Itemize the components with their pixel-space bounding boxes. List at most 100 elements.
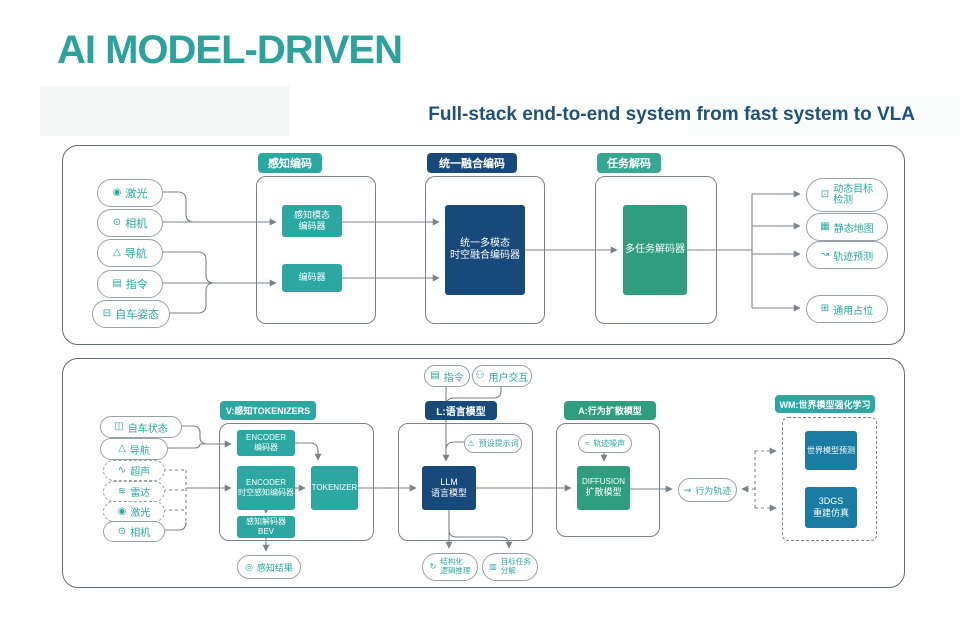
output-general-occupancy-label: 通用占位 (833, 305, 874, 317)
bottom-panel (62, 358, 905, 588)
badge-task-decoding-label: 任务解码 (607, 158, 651, 170)
multitask-decoder-label: 多任务解码器 (625, 243, 685, 255)
modality-encoder-line2: 编码器 (298, 221, 326, 231)
multitask-decoder-box: 多任务解码器 (623, 205, 687, 295)
pill-trajectory-noise-label: 轨迹噪声 (593, 439, 626, 448)
pill-command-label: 指令 (443, 372, 464, 384)
pill-perception-result: ◎ 感知结果 (237, 555, 301, 579)
input-ultrasonic: ∿ 超声 (103, 460, 165, 481)
encoder-box: 编码器 (282, 264, 342, 292)
output-trajectory-prediction: ↝ 轨迹预测 (806, 241, 888, 269)
tokenizers-frame (219, 423, 374, 541)
badge-task-decoding: 任务解码 (597, 153, 661, 173)
ultrasonic-icon: ∿ (117, 464, 127, 476)
st-encoder-line1: ENCODER (245, 478, 286, 487)
input-ego-state: ◫ 自车状态 (100, 416, 182, 438)
gaussian-reconstruction-box: 3DGS 重建仿真 (805, 487, 857, 528)
badge-unified-fusion-encoding: 统一融合编码 (427, 153, 517, 173)
language-model-frame (398, 423, 533, 541)
badge-language-model-label: L:语言模型 (436, 407, 486, 418)
reasoning-icon: ↻ (429, 562, 437, 571)
badge-action-diffusion: A:行为扩散模型 (564, 401, 656, 420)
car-icon: ⊟ (102, 308, 112, 319)
badge-perception-tokenizers: V:感知TOKENIZERS (220, 401, 316, 420)
badge-perception-encoding: 感知编码 (258, 153, 322, 173)
input-navigation: △ 导航 (97, 239, 163, 267)
tokenizer-box: TOKENIZER (311, 466, 358, 510)
gaussian-line2: 重建仿真 (812, 507, 849, 518)
input-command-label: 指令 (125, 279, 148, 291)
lidar-icon: ◉ (117, 505, 127, 517)
badge-unified-fusion-encoding-label: 统一融合编码 (439, 158, 505, 170)
trajectory-icon: ⇝ (683, 484, 692, 495)
pill-preset-prompt: ⚠ 预设提示词 (464, 434, 522, 453)
input-navigation-2: △ 导航 (100, 438, 168, 460)
input-lidar-2: ◉ 激光 (103, 501, 165, 522)
noise-icon: ≈ (584, 438, 590, 448)
map-icon: ▦ (820, 221, 830, 232)
perception-encoding-frame (256, 176, 376, 324)
output-dynamic-detection-line2: 检测 (833, 195, 854, 206)
input-ego-pose-label: 自车姿态 (115, 309, 160, 321)
input-ego-pose: ⊟ 自车姿态 (92, 300, 170, 328)
output-trajectory-prediction-label: 轨迹预测 (833, 251, 874, 263)
st-encoder-line2: 时空感知编码器 (238, 488, 294, 497)
diffusion-line2: 扩散模型 (585, 487, 622, 498)
radar-icon: ≋ (117, 485, 127, 497)
command-icon: ▤ (430, 370, 440, 381)
badge-perception-encoding-label: 感知编码 (268, 158, 312, 170)
input-lidar-label: 激光 (125, 188, 148, 200)
encoder-small-line2: 编码器 (254, 443, 278, 452)
navigation-icon: △ (113, 247, 121, 258)
pill-task-decomposition-line1: 目标任务 (500, 557, 531, 567)
input-camera: ⊙ 相机 (97, 209, 163, 237)
input-navigation-2-label: 导航 (129, 445, 150, 457)
camera-icon: ⊙ (117, 525, 127, 537)
prompt-icon: ⚠ (467, 438, 475, 448)
input-navigation-label: 导航 (124, 248, 147, 260)
encoder-box-label: 编码器 (298, 272, 326, 283)
fusion-encoder-line2: 时空融合编码器 (450, 250, 520, 261)
world-model-frame (782, 417, 877, 541)
spatiotemporal-encoder-box: ENCODER 时空感知编码器 (237, 466, 295, 510)
badge-action-diffusion-label: A:行为扩散模型 (578, 406, 642, 416)
input-command: ▤ 指令 (97, 270, 163, 298)
pill-behavior-trajectory: ⇝ 行为轨迹 (678, 478, 737, 502)
target-detection-icon: ⊡ (820, 189, 830, 200)
bev-decoder-box: 感知解码器 BEV (237, 516, 295, 538)
llm-box: LLM 语言模型 (422, 466, 476, 510)
bev-decoder-line1: 感知解码器 (246, 517, 286, 526)
modality-encoder-line1: 感知模态 (293, 209, 330, 220)
gaussian-line1: 3DGS (818, 496, 844, 507)
pill-behavior-trajectory-label: 行为轨迹 (695, 485, 732, 496)
pill-user-interaction: ⚇ 用户交互 (472, 365, 532, 387)
badge-language-model: L:语言模型 (425, 401, 497, 420)
input-radar-label: 雷达 (130, 488, 151, 499)
badge-world-model-rl: WM:世界模型强化学习 (775, 395, 875, 413)
pill-task-decomposition: ▥ 目标任务 分解 (482, 553, 538, 581)
pill-structured-reasoning-line1: 结构化 (440, 557, 463, 567)
ghost-block-left (40, 86, 290, 136)
pill-structured-reasoning-line2: 逻辑推理 (440, 566, 471, 575)
diffusion-frame (556, 423, 660, 537)
diffusion-line1: DIFFUSION (581, 477, 626, 487)
modality-encoder-box: 感知模态 编码器 (282, 205, 342, 237)
users-icon: ⚇ (475, 370, 485, 381)
pill-preset-prompt-label: 预设提示词 (478, 439, 519, 448)
tokenizer-label: TOKENIZER (311, 483, 358, 492)
world-model-prediction-label: 世界模型预测 (807, 445, 855, 455)
input-camera-2-label: 相机 (130, 528, 151, 539)
trajectory-icon: ↝ (820, 249, 830, 260)
pill-trajectory-noise: ≈ 轨迹噪声 (578, 434, 632, 453)
output-dynamic-detection: ⊡ 动态目标 检测 (806, 178, 888, 212)
input-lidar: ◉ 激光 (97, 179, 163, 207)
occupancy-grid-icon: ⊞ (820, 303, 830, 314)
llm-line1: LLM (440, 476, 458, 487)
output-dynamic-detection-line1: 动态目标 (833, 183, 874, 195)
result-icon: ◎ (245, 561, 253, 572)
page-subtitle: Full-stack end-to-end system from fast s… (428, 104, 915, 125)
fusion-encoder-line1: 统一多模态 (460, 237, 510, 249)
output-static-map-label: 静态地图 (833, 223, 874, 235)
